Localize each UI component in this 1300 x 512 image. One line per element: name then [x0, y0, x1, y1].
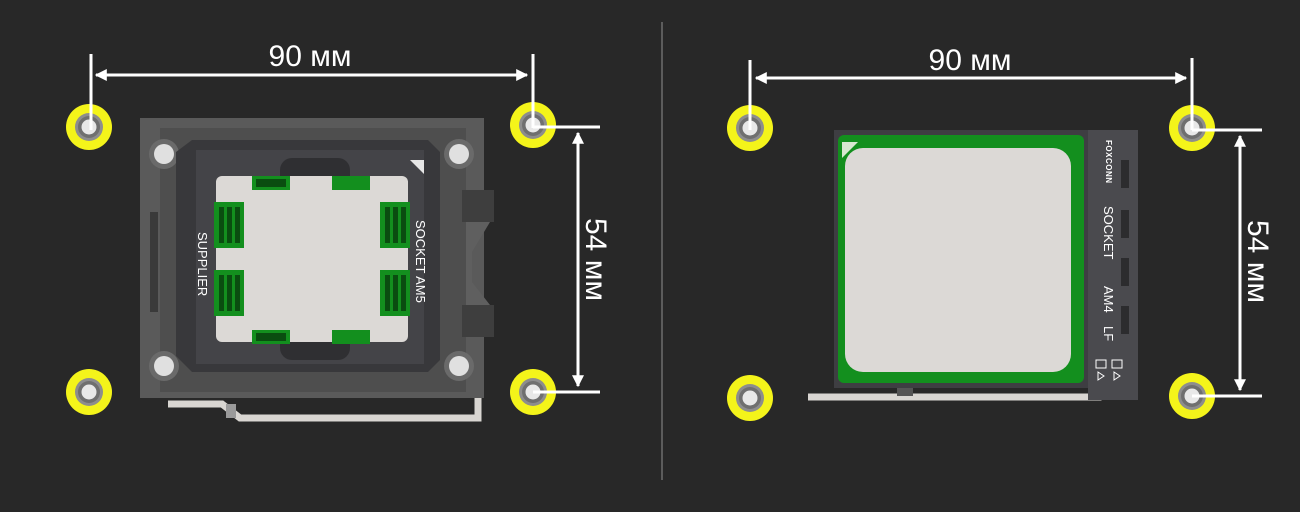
am5-socket: SUPPLIER SOCKET AM5 [140, 118, 494, 422]
am5-width-dimension: 90 мм [89, 40, 535, 130]
am5-pin-block [332, 330, 370, 344]
am5-lever-clip [226, 404, 236, 418]
am4-brand-label: FOXCONN [1104, 140, 1113, 184]
am4-width-dimension: 90 мм [748, 44, 1194, 130]
am4-mount-hole-bottom-left [727, 375, 773, 421]
am4-model-label: AM4 [1101, 286, 1116, 313]
am4-socket: FOXCONN SOCKET AM4 LF [808, 130, 1138, 401]
am5-corner-screw [154, 144, 174, 164]
am5-corner-screw [449, 144, 469, 164]
am5-pin-block [332, 176, 370, 190]
am4-pin1-marker [842, 142, 858, 158]
am5-pin1-marker [410, 160, 424, 174]
am5-pin-block [214, 202, 244, 248]
am5-contact-area [216, 176, 408, 342]
am5-supplier-label: SUPPLIER [195, 232, 210, 296]
am4-height-label: 54 мм [1241, 220, 1274, 303]
am4-socket-rail [1088, 130, 1138, 400]
am5-corner-screw [449, 356, 469, 376]
am5-pin-block [252, 176, 290, 190]
am5-socket-label: SOCKET AM5 [413, 220, 428, 303]
am5-height-label: 54 мм [579, 218, 612, 301]
am4-width-label: 90 мм [929, 44, 1012, 77]
am4-heat-spreader [845, 148, 1071, 372]
am5-height-dimension: 54 мм [533, 125, 612, 394]
am5-mount-hole-bottom-left [66, 369, 112, 415]
am5-pin-block [214, 270, 244, 316]
am5-pin-block [252, 330, 290, 344]
am4-lf-label: LF [1101, 326, 1116, 341]
am4-socket-lever [808, 385, 1115, 401]
am4-height-dimension: 54 мм [1192, 128, 1274, 398]
am5-corner-screw [154, 356, 174, 376]
am5-mount-hole-top-left [66, 104, 112, 150]
am4-socket-label: SOCKET [1101, 206, 1116, 260]
am5-pin-block [380, 270, 410, 316]
am5-pin-block [380, 202, 410, 248]
am4-recycle-mark [1095, 359, 1123, 381]
am5-width-label: 90 мм [269, 40, 352, 73]
